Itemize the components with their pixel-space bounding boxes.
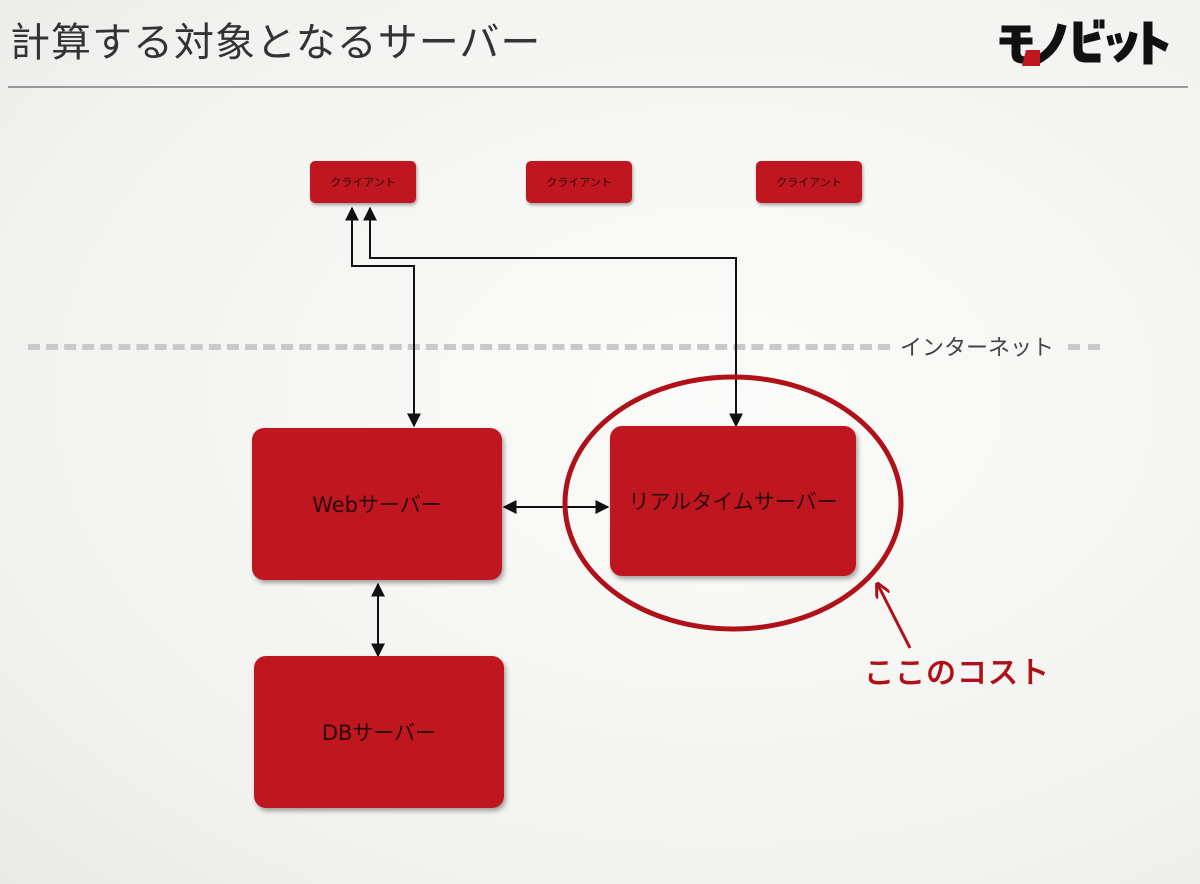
client-box-2: クライアント (526, 161, 632, 203)
db-server-box: DBサーバー (254, 656, 504, 808)
internet-label: インターネット (900, 336, 1055, 361)
client-box-1: クライアント (310, 161, 416, 203)
highlight-circle (562, 374, 904, 632)
cost-callout-label: ここのコスト (864, 656, 1050, 691)
callout-arrow (878, 585, 912, 649)
slide-title: 計算する対象となるサーバー (10, 20, 542, 66)
monobit-logo (999, 19, 1169, 66)
client-web-connector (345, 206, 421, 428)
web-server-box: Webサーバー (252, 428, 502, 580)
client-box-3: クライアント (756, 161, 862, 203)
title-divider (8, 86, 1188, 88)
realtime-server-box: リアルタイムサーバー (610, 426, 856, 576)
internet-boundary-line-end (1068, 344, 1100, 350)
client-realtime-connector (363, 206, 743, 428)
